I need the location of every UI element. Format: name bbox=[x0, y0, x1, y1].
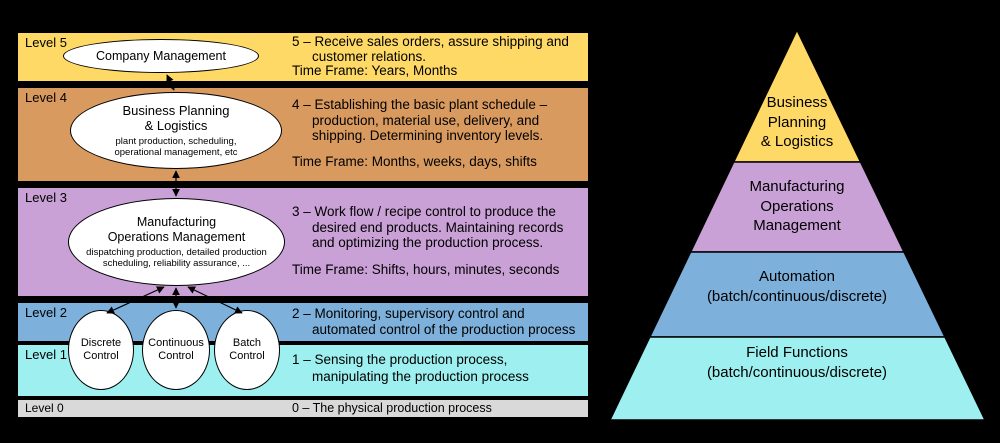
pyramid-label-manufacturing-operations: Manufacturing Operations Management bbox=[749, 178, 845, 234]
discrete-control-label: Discrete Control bbox=[80, 337, 122, 362]
level5-description: 5 – Receive sales orders, assure shippin… bbox=[292, 34, 569, 79]
level3-timeframe: Time Frame: Shifts, hours, minutes, seco… bbox=[292, 261, 560, 277]
level0-band: Level 0 0 – The physical production proc… bbox=[18, 400, 588, 417]
pyramid-label-automation: Automation (batch/continuous/discrete) bbox=[706, 268, 888, 305]
level1-label: Level 1 bbox=[25, 347, 67, 362]
business-planning-subtitle: plant production, scheduling, operationa… bbox=[114, 136, 238, 158]
pyramid bbox=[608, 28, 987, 421]
level1-description: 1 – Sensing the production process, mani… bbox=[292, 351, 529, 385]
level4-description-text: 4 – Establishing the basic plant schedul… bbox=[292, 97, 548, 143]
level5-description-text: 5 – Receive sales orders, assure shippin… bbox=[292, 34, 569, 64]
level4-band: Level 4 4 – Establishing the basic plant… bbox=[18, 88, 588, 181]
levels-panel: Level 5 5 – Receive sales orders, assure… bbox=[18, 0, 588, 443]
level4-description: 4 – Establishing the basic plant schedul… bbox=[292, 97, 547, 169]
level5-timeframe: Time Frame: Years, Months bbox=[292, 63, 458, 78]
company-management-label: Company Management bbox=[96, 48, 226, 63]
level0-label: Level 0 bbox=[25, 401, 64, 415]
pyramid-segment-field-functions bbox=[608, 336, 987, 421]
manufacturing-operations-title: Manufacturing Operations Management bbox=[107, 215, 246, 244]
level3-description: 3 – Work flow / recipe control to produc… bbox=[292, 204, 563, 277]
level5-label: Level 5 bbox=[25, 35, 67, 50]
level2-description: 2 – Monitoring, supervisory control and … bbox=[292, 306, 575, 337]
level3-description-text: 3 – Work flow / recipe control to produc… bbox=[292, 204, 564, 250]
continuous-control-label: Continuous Control bbox=[148, 337, 204, 362]
level5-band: Level 5 5 – Receive sales orders, assure… bbox=[18, 33, 588, 81]
level0-description-text: 0 – The physical production process bbox=[292, 401, 492, 415]
level0-description: 0 – The physical production process bbox=[292, 401, 492, 417]
business-planning-title: Business Planning & Logistics bbox=[122, 103, 230, 133]
batch-control-label: Batch Control bbox=[229, 337, 265, 362]
company-management-ellipse: Company Management bbox=[63, 39, 259, 73]
business-planning-ellipse: Business Planning & Logistics plant prod… bbox=[70, 92, 282, 169]
continuous-control-ellipse: Continuous Control bbox=[142, 310, 210, 390]
pyramid-label-field-functions: Field Functions (batch/continuous/discre… bbox=[706, 344, 888, 381]
level4-timeframe: Time Frame: Months, weeks, days, shifts bbox=[292, 153, 537, 169]
level2-label: Level 2 bbox=[25, 305, 67, 320]
level3-label: Level 3 bbox=[25, 190, 67, 205]
discrete-control-ellipse: Discrete Control bbox=[68, 310, 134, 390]
level1-description-text: 1 – Sensing the production process, mani… bbox=[292, 352, 529, 384]
level4-label: Level 4 bbox=[25, 90, 67, 105]
level2-description-text: 2 – Monitoring, supervisory control and … bbox=[292, 306, 576, 337]
batch-control-ellipse: Batch Control bbox=[214, 310, 280, 390]
manufacturing-operations-ellipse: Manufacturing Operations Management disp… bbox=[68, 198, 285, 286]
pyramid-label-business-planning: Business Planning & Logistics bbox=[760, 94, 834, 150]
manufacturing-operations-subtitle: dispatching production, detailed product… bbox=[86, 247, 267, 269]
